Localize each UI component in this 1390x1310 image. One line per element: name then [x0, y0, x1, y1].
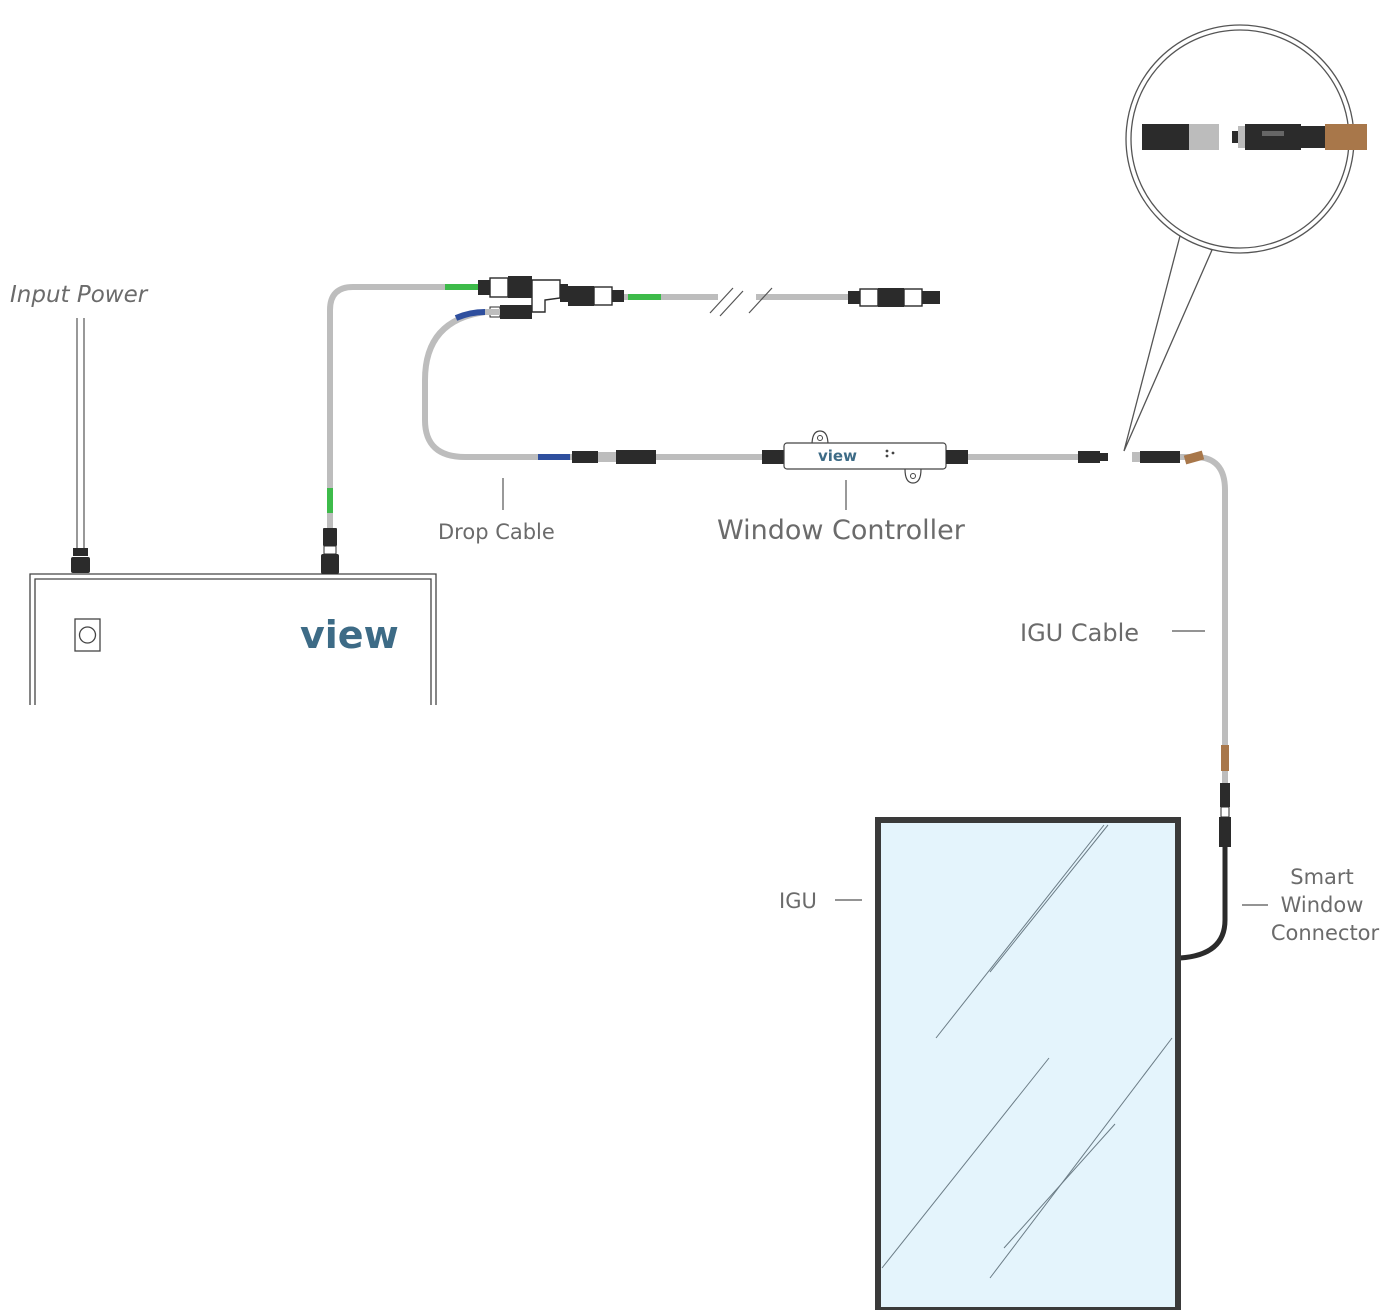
igu-marker	[1221, 745, 1229, 771]
drop-cable	[422, 309, 762, 510]
input-power-cable	[71, 318, 90, 573]
trunk-cable	[321, 284, 478, 574]
connector-zoom-callout	[1123, 24, 1367, 452]
power-panel: view	[29, 573, 437, 705]
smart-window-connector-label-line3: Connector	[1271, 921, 1380, 945]
igu-window	[835, 817, 1181, 1310]
igu-label: IGU	[779, 889, 817, 913]
igu-cable	[1132, 450, 1268, 961]
tee-connector	[478, 276, 624, 319]
input-power-label: Input Power	[10, 282, 149, 308]
view-logo: view	[300, 613, 399, 657]
power-switch	[74, 618, 101, 652]
trunk-marker	[327, 488, 333, 513]
smart-window-connector-label-line2: Window	[1281, 893, 1364, 917]
igu-cable-label: IGU Cable	[1020, 619, 1139, 647]
window-controller-logo: view	[818, 447, 857, 465]
smart-window-connector-label-line1: Smart	[1290, 865, 1354, 889]
window-controller-label: Window Controller	[717, 515, 966, 546]
drop-cable-label: Drop Cable	[438, 520, 555, 544]
trunk-continuation	[624, 287, 940, 317]
window-controller-device: view	[762, 430, 1108, 510]
drop-marker	[538, 454, 570, 460]
